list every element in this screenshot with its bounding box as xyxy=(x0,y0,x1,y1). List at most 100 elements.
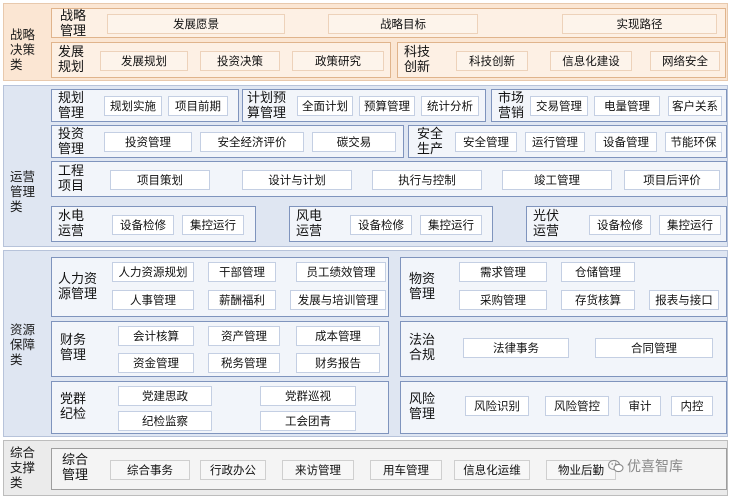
item-party-inspection[interactable]: 党群巡视 xyxy=(260,386,356,406)
item-invest-decision[interactable]: 投资决策 xyxy=(200,51,280,71)
resources-band: 资源保障类 人力资源管理 人力资源规划 干部管理 员工绩效管理 人事管理 薪酬福… xyxy=(3,250,728,437)
item-power-volume[interactable]: 电量管理 xyxy=(594,96,660,116)
group-title: 安全生产 xyxy=(417,127,444,157)
item-tax-mgmt[interactable]: 税务管理 xyxy=(208,353,280,373)
item-cadre-mgmt[interactable]: 干部管理 xyxy=(208,262,276,282)
item-stat-analysis[interactable]: 统计分析 xyxy=(421,96,479,116)
item-design-plan[interactable]: 设计与计划 xyxy=(242,170,352,190)
item-union[interactable]: 工会团青 xyxy=(260,411,356,431)
item-report-interface[interactable]: 报表与接口 xyxy=(649,290,719,310)
item-it-construction[interactable]: 信息化建设 xyxy=(550,51,632,71)
item-project-early[interactable]: 项目前期 xyxy=(168,96,228,116)
group-title: 发展规划 xyxy=(58,45,85,75)
support-band: 综合支撑类 综合管理 综合事务 行政办公 来访管理 用车管理 信息化运维 物业后… xyxy=(3,440,728,496)
item-legal-affairs[interactable]: 法律事务 xyxy=(463,338,569,358)
item-trading[interactable]: 交易管理 xyxy=(530,96,588,116)
item-budget-mgmt[interactable]: 预算管理 xyxy=(359,96,415,116)
group-title: 计划预算管理 xyxy=(247,91,287,121)
group-title: 人力资源管理 xyxy=(58,272,98,302)
watermark-text: 优喜智库 xyxy=(627,459,683,475)
group-title: 法治合规 xyxy=(409,333,436,363)
group-title: 光伏运营 xyxy=(533,209,560,239)
item-admin-office[interactable]: 行政办公 xyxy=(200,460,266,480)
item-property-logistics[interactable]: 物业后勤 xyxy=(546,460,616,480)
group-strategy-mgmt: 战略管理 发展愿景 战略目标 实现路径 xyxy=(51,8,726,39)
group-hydro: 水电运营 设备检修 集控运行 xyxy=(51,206,256,242)
item-dev-plan[interactable]: 发展规划 xyxy=(100,51,188,71)
item-pv-maintenance[interactable]: 设备检修 xyxy=(589,215,651,235)
item-plan-implement[interactable]: 规划实施 xyxy=(104,96,162,116)
item-safety-mgmt[interactable]: 安全管理 xyxy=(455,132,517,152)
group-title: 风险管理 xyxy=(409,392,436,422)
wechat-icon xyxy=(608,459,624,473)
item-vision[interactable]: 发展愿景 xyxy=(107,14,285,34)
item-customer[interactable]: 客户关系 xyxy=(668,96,722,116)
item-cost-mgmt[interactable]: 成本管理 xyxy=(296,326,380,346)
item-performance[interactable]: 员工绩效管理 xyxy=(296,262,386,282)
item-path[interactable]: 实现路径 xyxy=(562,14,717,34)
category-label-support: 综合支撑类 xyxy=(10,445,36,490)
category-label-operations: 运营管理类 xyxy=(10,169,36,214)
group-title: 工程项目 xyxy=(58,164,85,194)
item-fund-mgmt[interactable]: 资金管理 xyxy=(118,353,194,373)
item-wind-control[interactable]: 集控运行 xyxy=(420,215,482,235)
item-policy-research[interactable]: 政策研究 xyxy=(292,51,384,71)
item-party-building[interactable]: 党建思政 xyxy=(118,386,212,406)
item-hr-planning[interactable]: 人力资源规划 xyxy=(112,262,194,282)
item-hydro-maintenance[interactable]: 设备检修 xyxy=(112,215,174,235)
item-risk-control[interactable]: 风险管控 xyxy=(545,396,609,416)
group-planning: 规划管理 规划实施 项目前期 xyxy=(51,89,239,122)
item-completion-mgmt[interactable]: 竣工管理 xyxy=(502,170,612,190)
item-pv-control[interactable]: 集控运行 xyxy=(659,215,721,235)
item-post-evaluation[interactable]: 项目后评价 xyxy=(624,170,720,190)
item-safety-econ-eval[interactable]: 安全经济评价 xyxy=(200,132,304,152)
group-title: 物资管理 xyxy=(409,272,436,302)
item-contract-mgmt[interactable]: 合同管理 xyxy=(595,338,713,358)
item-finance-report[interactable]: 财务报告 xyxy=(296,353,380,373)
item-energy-env[interactable]: 节能环保 xyxy=(665,132,722,152)
group-hr: 人力资源管理 人力资源规划 干部管理 员工绩效管理 人事管理 薪酬福利 发展与培… xyxy=(51,257,389,317)
item-salary[interactable]: 薪酬福利 xyxy=(208,290,276,310)
item-demand[interactable]: 需求管理 xyxy=(459,262,547,282)
category-label-strategy: 战略决策类 xyxy=(10,27,36,72)
item-audit[interactable]: 审计 xyxy=(619,396,661,416)
group-tech: 科技创新 科技创新 信息化建设 网络安全 xyxy=(397,42,726,78)
item-personnel[interactable]: 人事管理 xyxy=(112,290,194,310)
group-risk: 风险管理 风险识别 风险管控 审计 内控 xyxy=(400,381,727,434)
group-pv: 光伏运营 设备检修 集控运行 xyxy=(526,206,727,242)
category-label-resources: 资源保障类 xyxy=(10,322,36,367)
item-strategic-goal[interactable]: 战略目标 xyxy=(328,14,478,34)
item-risk-identify[interactable]: 风险识别 xyxy=(465,396,529,416)
strategy-band: 战略决策类 战略管理 发展愿景 战略目标 实现路径 发展规划 发展规划 投资决策… xyxy=(3,3,728,81)
group-title: 党群纪检 xyxy=(60,392,87,422)
group-title: 综合管理 xyxy=(62,453,89,483)
item-carbon-trading[interactable]: 碳交易 xyxy=(312,132,396,152)
item-discipline[interactable]: 纪检监察 xyxy=(118,411,212,431)
item-asset-mgmt[interactable]: 资产管理 xyxy=(208,326,280,346)
item-equipment-mgmt[interactable]: 设备管理 xyxy=(595,132,657,152)
group-dev-plan: 发展规划 发展规划 投资决策 政策研究 xyxy=(51,42,391,78)
item-operation-mgmt[interactable]: 运行管理 xyxy=(525,132,585,152)
item-inventory[interactable]: 存货核算 xyxy=(561,290,635,310)
item-hydro-control[interactable]: 集控运行 xyxy=(182,215,244,235)
item-vehicle-mgmt[interactable]: 用车管理 xyxy=(370,460,442,480)
item-invest-mgmt[interactable]: 投资管理 xyxy=(104,132,192,152)
item-project-planning[interactable]: 项目策划 xyxy=(110,170,210,190)
operations-band: 运营管理类 规划管理 规划实施 项目前期 计划预算管理 全面计划 预算管理 统计… xyxy=(3,85,728,247)
item-general-affairs[interactable]: 综合事务 xyxy=(110,460,190,480)
item-training[interactable]: 发展与培训管理 xyxy=(290,290,386,310)
item-wind-maintenance[interactable]: 设备检修 xyxy=(350,215,412,235)
group-title: 投资管理 xyxy=(58,127,85,157)
item-network-security[interactable]: 网络安全 xyxy=(650,51,720,71)
item-it-ops[interactable]: 信息化运维 xyxy=(454,460,530,480)
group-invest: 投资管理 投资管理 安全经济评价 碳交易 xyxy=(51,125,404,158)
item-warehouse[interactable]: 仓储管理 xyxy=(561,262,635,282)
item-visitor-mgmt[interactable]: 来访管理 xyxy=(282,460,354,480)
item-execution-control[interactable]: 执行与控制 xyxy=(372,170,482,190)
item-accounting[interactable]: 会计核算 xyxy=(118,326,194,346)
group-project: 工程项目 项目策划 设计与计划 执行与控制 竣工管理 项目后评价 xyxy=(51,161,727,197)
item-procurement[interactable]: 采购管理 xyxy=(459,290,547,310)
item-overall-plan[interactable]: 全面计划 xyxy=(297,96,353,116)
item-internal-control[interactable]: 内控 xyxy=(671,396,713,416)
item-tech-innovation[interactable]: 科技创新 xyxy=(456,51,528,71)
